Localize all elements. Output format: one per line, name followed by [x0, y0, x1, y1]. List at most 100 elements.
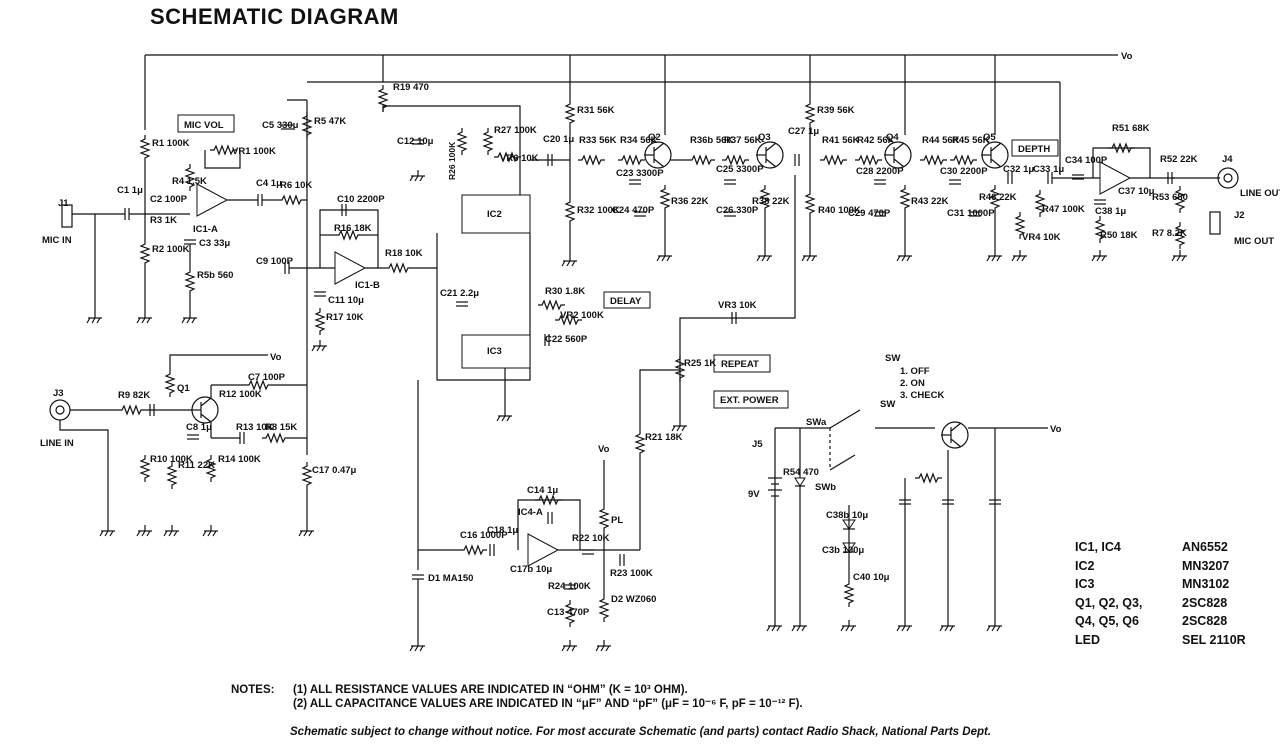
svg-text:R51 68K: R51 68K [1112, 123, 1150, 134]
ext-power-box [713, 390, 789, 409]
q5-transistor: Q5 [980, 132, 1009, 169]
svg-text:C34 100P: C34 100P [1065, 155, 1108, 166]
depth-box [1011, 139, 1059, 157]
svg-text:C26 330P: C26 330P [716, 205, 759, 216]
svg-text:C7 100P: C7 100P [248, 372, 286, 383]
notes-block: NOTES:(1) ALL RESISTANCE VALUES ARE INDI… [231, 684, 803, 710]
svg-text:C40 10μ: C40 10μ [853, 572, 890, 583]
svg-text:C1 1μ: C1 1μ [117, 185, 143, 196]
svg-text:IC2: IC2 [487, 209, 502, 220]
svg-text:R42 56K: R42 56K [857, 135, 895, 146]
svg-text:Vo: Vo [270, 352, 282, 363]
svg-text:C33 1μ: C33 1μ [1033, 164, 1064, 175]
svg-text:R36 22K: R36 22K [671, 196, 709, 207]
svg-text:R19 470: R19 470 [393, 82, 429, 93]
svg-text:R25 1K: R25 1K [684, 358, 716, 369]
svg-text:C38b 10μ: C38b 10μ [826, 510, 868, 521]
svg-text:VR2 100K: VR2 100K [560, 310, 604, 321]
ic4-b: C37 10μ [1099, 161, 1155, 197]
svg-text:R9 82K: R9 82K [118, 390, 150, 401]
svg-text:R3 1K: R3 1K [150, 215, 177, 226]
svg-text:R43 22K: R43 22K [911, 196, 949, 207]
ic4-a: C17b 10μ [510, 533, 559, 575]
line-out-jack[interactable] [1217, 167, 1239, 189]
svg-text:C3b 100μ: C3b 100μ [822, 545, 864, 556]
svg-text:R38 22K: R38 22K [752, 196, 790, 207]
svg-text:IC4-A: IC4-A [518, 507, 543, 518]
ic2-chip: IC2 [461, 194, 531, 234]
svg-text:R2 100K: R2 100K [152, 244, 190, 255]
svg-text:R40 100K: R40 100K [818, 205, 861, 216]
svg-text:R45 56K: R45 56K [952, 135, 990, 146]
svg-text:C28 2200P: C28 2200P [856, 166, 904, 177]
mic-out-jack[interactable] [1209, 211, 1221, 235]
svg-text:R1 100K: R1 100K [152, 138, 190, 149]
note-1: (1) ALL RESISTANCE VALUES ARE INDICATED … [293, 684, 688, 696]
svg-text:C14 1μ: C14 1μ [527, 485, 558, 496]
svg-text:R52 22K: R52 22K [1160, 154, 1198, 165]
svg-text:C2 100P: C2 100P [150, 194, 188, 205]
svg-text:C37 10μ: C37 10μ [1118, 186, 1155, 197]
svg-text:Q2: Q2 [648, 132, 661, 143]
svg-text:R13 10K: R13 10K [236, 422, 274, 433]
q1-transistor: R12 100K [190, 389, 262, 424]
svg-text:J4: J4 [1222, 154, 1233, 165]
svg-text:R46 22K: R46 22K [979, 192, 1017, 203]
svg-text:R8 15K: R8 15K [265, 422, 297, 433]
svg-text:9V: 9V [748, 489, 760, 500]
svg-text:R26 100K: R26 100K [447, 141, 457, 180]
svg-text:C12 10μ: C12 10μ [397, 136, 434, 147]
svg-text:J5: J5 [752, 439, 763, 450]
svg-text:R39 56K: R39 56K [817, 105, 855, 116]
svg-text:R32 100K: R32 100K [577, 205, 620, 216]
svg-text:Q3: Q3 [758, 132, 771, 143]
disclaimer: Schematic subject to change without noti… [290, 726, 992, 738]
svg-text:R41 56K: R41 56K [822, 135, 860, 146]
svg-text:R54 470: R54 470 [783, 467, 819, 478]
svg-text:R17 10K: R17 10K [326, 312, 364, 323]
line-in-jack[interactable] [49, 399, 71, 421]
page-title: SCHEMATIC DIAGRAM [150, 4, 399, 29]
svg-text:IC3: IC3 [487, 346, 502, 357]
svg-text:Vo: Vo [598, 444, 610, 455]
svg-text:Q5: Q5 [983, 132, 996, 143]
svg-text:R44 56K: R44 56K [922, 135, 960, 146]
svg-text:C20 1μ: C20 1μ [543, 134, 574, 145]
svg-text:R16 18K: R16 18K [334, 223, 372, 234]
ic1-b: IC1-B [334, 251, 380, 291]
svg-text:R21 18K: R21 18K [645, 432, 683, 443]
repeat-label: REPEAT [721, 359, 759, 370]
svg-text:C31 1000P: C31 1000P [947, 208, 995, 219]
power-switch[interactable] [829, 409, 861, 471]
svg-text:C30 2200P: C30 2200P [940, 166, 988, 177]
note-2: (2) ALL CAPACITANCE VALUES ARE INDICATED… [293, 698, 803, 710]
svg-text:C38 1μ: C38 1μ [1095, 206, 1126, 217]
svg-text:C10 2200P: C10 2200P [337, 194, 385, 205]
svg-text:3. CHECK: 3. CHECK [900, 390, 944, 401]
svg-text:SWa: SWa [806, 417, 827, 428]
svg-text:R23 100K: R23 100K [610, 568, 653, 579]
j1-label: J1 [58, 198, 69, 209]
svg-text:C8 1μ: C8 1μ [186, 422, 212, 433]
svg-text:VR1 100K: VR1 100K [232, 146, 276, 157]
battery-9v [768, 477, 782, 497]
svg-text:R14 100K: R14 100K [218, 454, 261, 465]
repeat-box [713, 354, 771, 373]
svg-text:R18 10K: R18 10K [385, 248, 423, 259]
mic-in-label: MIC IN [42, 235, 72, 246]
svg-text:R22 10K: R22 10K [572, 533, 610, 544]
mic-vol-label: MIC VOL [184, 120, 224, 131]
svg-text:R37 56K: R37 56K [724, 135, 762, 146]
svg-text:D1 MA150: D1 MA150 [428, 573, 473, 584]
ext-power-label: EXT. POWER [720, 395, 779, 406]
svg-text:R33 56K: R33 56K [579, 135, 617, 146]
ic3-chip: IC3 [461, 334, 531, 369]
svg-text:IC1-A: IC1-A [193, 224, 218, 235]
mic-in-jack[interactable] [61, 204, 95, 228]
svg-text:J2: J2 [1234, 210, 1245, 221]
